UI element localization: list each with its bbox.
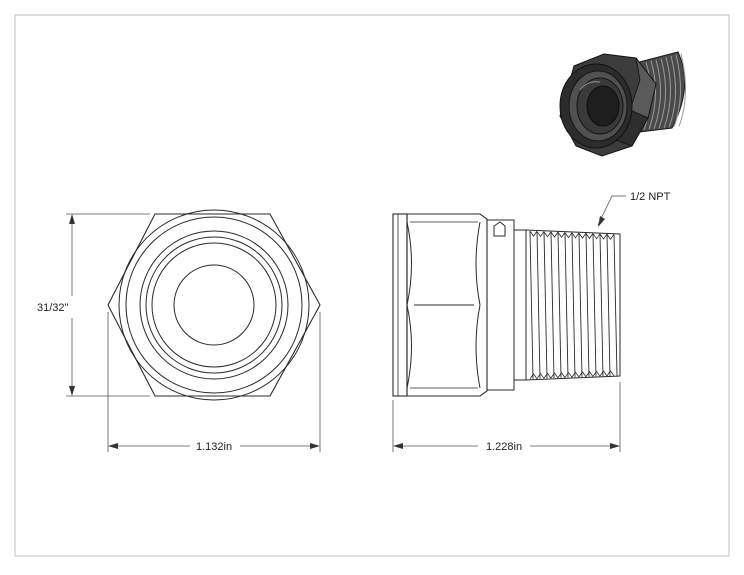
thread-tooth	[571, 371, 580, 378]
sheet-border	[14, 14, 730, 557]
thread-crest	[564, 232, 569, 378]
thread-crest	[536, 231, 541, 379]
thread-crest	[606, 234, 611, 376]
thread-crest	[557, 232, 562, 378]
thread-envelope	[525, 229, 621, 381]
hex-outline	[107, 213, 321, 397]
notch	[493, 221, 506, 237]
thread-crest	[543, 231, 548, 379]
iso-thread-line	[648, 60, 657, 130]
dim-hex-width-text: 1.132in	[196, 441, 232, 453]
thread-crest	[613, 234, 618, 376]
ring-4	[145, 236, 283, 374]
iso-thread-line	[668, 55, 677, 128]
side-view	[392, 213, 621, 397]
thread-crest	[599, 233, 604, 377]
thread-tooth	[599, 233, 608, 240]
thread-tooth	[550, 231, 559, 238]
shoulder	[486, 219, 515, 391]
thread-tooth	[557, 372, 566, 378]
thread-tooth	[606, 370, 615, 376]
thread-tooth	[564, 232, 573, 239]
thread-tooth	[592, 370, 601, 377]
dim-side-length-text: 1.228in	[486, 441, 522, 453]
undercut	[513, 229, 527, 381]
dim-side-length: 1.228in	[392, 382, 621, 453]
iso-thread-lines	[643, 53, 687, 131]
iso-thread-line	[673, 54, 682, 128]
thread-tooth	[585, 233, 594, 240]
thread-crest	[578, 233, 583, 377]
ring-5	[151, 242, 277, 368]
thread-crest	[550, 231, 555, 379]
thread-tooth	[578, 232, 587, 239]
iso-thread-line	[658, 58, 667, 129]
thread-tooth	[557, 232, 566, 238]
thread-tooth	[529, 230, 538, 237]
thread-tooth	[543, 372, 552, 379]
iso-bore	[586, 85, 620, 127]
thread-tooth	[543, 231, 552, 238]
hex-body	[406, 213, 488, 397]
iso-thread-line	[653, 59, 662, 130]
thread-tooth	[550, 372, 559, 379]
thread-crest	[592, 233, 597, 377]
thread-crest	[585, 233, 590, 377]
collar	[392, 213, 408, 397]
iso-render	[559, 51, 687, 157]
outer-ring	[118, 209, 310, 401]
thread-callout: 1/2 NPT	[597, 191, 671, 227]
dim-hex-height: 31/32"	[37, 213, 150, 397]
iso-thread-line	[678, 53, 687, 127]
thread-tooth	[585, 370, 594, 377]
thread-crest	[571, 232, 576, 378]
thread-crests	[529, 230, 618, 380]
ring-2	[125, 216, 303, 394]
thread-callout-text: 1/2 NPT	[630, 191, 671, 203]
front-view	[107, 209, 321, 401]
thread-tooth	[536, 372, 545, 379]
thread-tooth	[571, 232, 580, 239]
thread-tooth	[529, 373, 538, 380]
bore	[173, 264, 255, 346]
thread-crest	[529, 231, 534, 379]
thread-tooth	[592, 233, 601, 240]
thread-tooth	[536, 231, 545, 238]
thread-tooth	[578, 371, 587, 378]
dim-hex-height-text: 31/32"	[37, 302, 69, 314]
thread-tooth	[564, 371, 573, 378]
thread-tooth	[606, 234, 615, 240]
iso-thread-line	[663, 57, 672, 129]
ring-3	[139, 230, 289, 380]
dim-hex-width: 1.132in	[107, 312, 321, 453]
thread-tooth	[599, 370, 608, 377]
